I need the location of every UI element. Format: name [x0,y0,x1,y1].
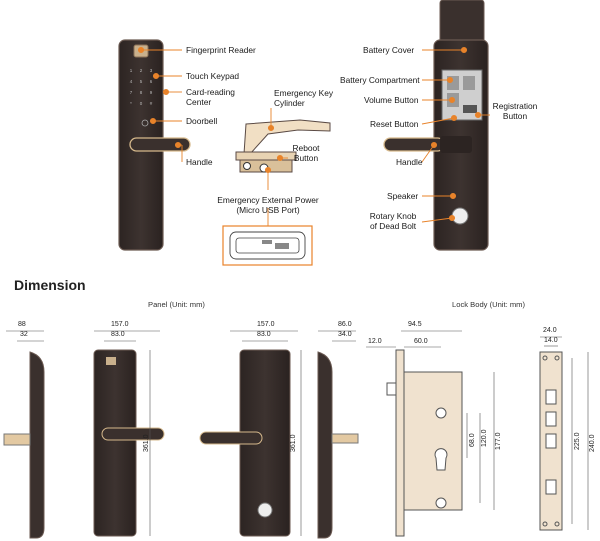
keypad-key: 5 [140,79,143,84]
cylinder-callout-lines [264,108,288,226]
keypad-key: 7 [130,90,133,95]
doorbell-icon [141,119,149,127]
front-panel: 1 2 3 4 5 6 7 8 9 * 0 # [118,39,191,251]
label-rotary-knob: Rotary Knob of Dead Bolt [369,211,417,231]
dim-88: 88 [18,321,26,328]
keypad-grid: 1 2 3 4 5 6 7 8 9 * 0 # [130,68,153,106]
dim-240: 240.0 [589,434,596,452]
dim-32: 32 [20,331,28,338]
key-cylinder-detail [235,119,331,173]
keypad-key: 2 [140,68,143,73]
dim-back-83: 83.0 [257,331,271,338]
dim-60: 60.0 [414,338,428,345]
label-speaker: Speaker [387,191,419,201]
label-battery-cover: Battery Cover [363,45,415,55]
keypad-key: 1 [130,68,133,73]
lockbody-caption: Lock Body (Unit: mm) [452,300,526,309]
dim-mortise [366,330,495,537]
dim-side-right [317,330,359,539]
keypad-key: 0 [140,101,143,106]
dim-68: 68.0 [469,433,476,447]
dim-94-5: 94.5 [408,321,422,328]
dim-side-left [3,330,45,539]
usb-port-closeup [222,225,313,266]
dim-back-panel [199,330,302,537]
keypad-key: 6 [150,79,153,84]
label-volume-button: Volume Button [364,95,419,105]
dimension-heading: Dimension [14,277,86,293]
back-callout-lines [421,46,490,223]
label-handle-front: Handle [186,157,213,167]
label-battery-compartment: Battery Compartment [340,75,420,85]
dim-34: 34.0 [338,331,352,338]
front-handle [129,137,191,152]
dim-86: 86.0 [338,321,352,328]
dim-front-panel [93,330,165,537]
label-reboot-button: Reboot Button [292,143,320,163]
label-touch-keypad: Touch Keypad [186,71,240,81]
keypad-key: # [150,101,153,106]
label-doorbell: Doorbell [186,116,218,126]
dim-front-361: 361.0 [143,434,150,452]
keypad-key: 9 [150,90,153,95]
label-card-reading-center: Card-reading Center [186,87,235,107]
label-usb-line2: (Micro USB Port) [236,205,300,215]
label-usb-line1: Emergency External Power [217,195,319,205]
label-reset-button: Reset Button [370,119,419,129]
dim-front-83: 83.0 [111,331,125,338]
dim-front-157: 157.0 [111,321,129,328]
panel-caption: Panel (Unit: mm) [148,300,205,309]
dim-177: 177.0 [495,432,502,450]
label-registration-button: Registration Button [492,101,538,121]
keypad-key: 3 [150,68,153,73]
keypad-key: 4 [130,79,133,84]
label-handle-back: Handle [396,157,423,167]
dim-14: 14.0 [544,337,558,344]
dim-back-157: 157.0 [257,321,275,328]
dim-120: 120.0 [481,429,488,447]
label-emergency-key-cylinder: Emergency Key Cylinder [274,88,334,108]
dim-back-361: 361.0 [290,434,297,452]
keypad-key: * [130,101,132,106]
keypad-key: 8 [140,90,143,95]
label-fingerprint-reader: Fingerprint Reader [186,45,256,55]
dim-12: 12.0 [368,338,382,345]
dim-faceplate [539,336,589,531]
front-callout-lines [137,46,183,162]
dim-225: 225.0 [574,432,581,450]
rotary-knob [451,207,469,225]
dim-24: 24.0 [543,327,557,334]
